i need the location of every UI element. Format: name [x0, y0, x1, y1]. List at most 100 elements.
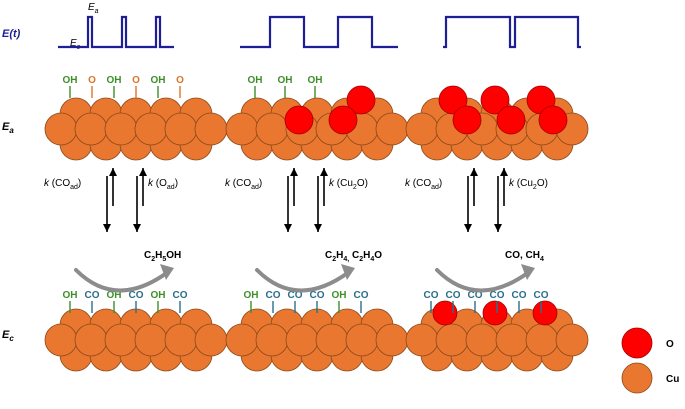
cu-sphere-ec-middle	[285, 323, 319, 357]
oxygen-sphere	[482, 300, 508, 326]
cu-sphere-ec-middle	[44, 323, 78, 357]
oxygen-sphere	[538, 105, 568, 135]
cu-sphere-ea-middle	[44, 112, 78, 146]
arrowhead	[133, 224, 141, 232]
cu-sphere-ec-middle	[255, 323, 289, 357]
legend-swatch-cu	[621, 362, 653, 394]
legend-label-cu: Cu	[666, 374, 679, 385]
adsorbate-co-ec: CO	[512, 290, 527, 301]
legend-swatch-o	[621, 327, 653, 359]
legend-label-o: O	[666, 339, 674, 350]
cu-sphere-ec-middle	[375, 323, 409, 357]
cu-sphere-ec-middle	[435, 323, 469, 357]
k-label-left-1: k (COad)	[44, 178, 81, 191]
arrowhead	[109, 168, 117, 176]
cu-sphere-ec-middle	[134, 323, 168, 357]
cu-sphere-ec-middle	[495, 323, 529, 357]
k-label-right-1: k (Oad)	[148, 178, 178, 191]
adsorbate-oh-ea: OH	[308, 75, 323, 86]
pulse-ea-label: Ea	[88, 2, 99, 15]
adsorbate-oh-ec: OH	[151, 290, 166, 301]
k-label-left-2: k (COad)	[225, 178, 262, 191]
adsorbate-co-ec: CO	[266, 290, 281, 301]
arrowhead	[314, 224, 322, 232]
cu-sphere-ec-middle	[555, 323, 589, 357]
adsorbate-co-ec: CO	[85, 290, 100, 301]
oxygen-sphere	[284, 105, 314, 135]
cu-sphere-ec-middle	[525, 323, 559, 357]
k-label-right-2: k (Cu2O)	[329, 178, 368, 191]
curve-arrowhead	[341, 264, 355, 280]
cu-sphere-ec-middle	[74, 323, 108, 357]
curve-arrow-1	[74, 268, 170, 293]
cu-sphere-ea-middle	[255, 112, 289, 146]
cu-sphere-ec-middle	[315, 323, 349, 357]
pulse-waveform-2	[240, 15, 398, 49]
cu-sphere-ec-middle	[345, 323, 379, 357]
cu-sphere-ec-middle	[465, 323, 499, 357]
cu-sphere-ea-middle	[194, 112, 228, 146]
oxygen-sphere	[452, 105, 482, 135]
curve-arrowhead	[160, 264, 174, 280]
product-label-2: C2H4, C2H4O	[325, 250, 382, 263]
rate-arrows-1	[103, 168, 147, 232]
oxygen-sphere	[496, 105, 526, 135]
cu-sphere-ea-middle	[405, 112, 439, 146]
arrowhead	[320, 168, 328, 176]
row-ec-label: Ec	[2, 329, 14, 343]
adsorbate-co-ec: CO	[310, 290, 325, 301]
arrowhead	[470, 168, 478, 176]
curve-arrow-3	[435, 268, 531, 293]
adsorbate-co-ec: CO	[446, 290, 461, 301]
adsorbate-co-ec: CO	[424, 290, 439, 301]
cu-sphere-ea-middle	[375, 112, 409, 146]
product-label-3: CO, CH4	[505, 250, 544, 263]
k-label-right-3: k (Cu2O)	[509, 178, 548, 191]
cu-sphere-ec-middle	[405, 323, 439, 357]
oxygen-sphere	[328, 105, 358, 135]
adsorbate-oh-ec: OH	[332, 290, 347, 301]
adsorbate-o-ea: O	[132, 75, 140, 86]
cu-sphere-ec-middle	[104, 323, 138, 357]
oxygen-sphere	[432, 300, 458, 326]
row-ea-label: Ea	[2, 121, 14, 135]
adsorbate-oh-ea: OH	[278, 75, 293, 86]
cu-sphere-ea-middle	[74, 112, 108, 146]
cu-sphere-ea-middle	[225, 112, 259, 146]
adsorbate-oh-ea: OH	[248, 75, 263, 86]
adsorbate-co-ec: CO	[490, 290, 505, 301]
oxygen-sphere	[346, 85, 376, 115]
adsorbate-co-ec: CO	[288, 290, 303, 301]
cu-sphere-ec-middle	[194, 323, 228, 357]
cu-sphere-ea-middle	[164, 112, 198, 146]
arrowhead	[103, 224, 111, 232]
arrowhead	[139, 168, 147, 176]
product-label-1: C2H5OH	[144, 250, 181, 263]
rate-arrows-3	[464, 168, 508, 232]
curve-arrowhead	[521, 264, 535, 280]
et-label: E(t)	[2, 28, 21, 40]
pulse-waveform-1	[58, 15, 174, 49]
arrowhead	[500, 168, 508, 176]
pulse-waveform-3	[443, 15, 581, 49]
pulse-ec-label: Ec	[70, 38, 81, 51]
adsorbate-oh-ec: OH	[244, 290, 259, 301]
k-label-left-3: k (COad)	[405, 178, 442, 191]
adsorbate-co-ec: CO	[129, 290, 144, 301]
cu-sphere-ec-middle	[164, 323, 198, 357]
cu-sphere-ea-middle	[104, 112, 138, 146]
oxygen-sphere	[532, 300, 558, 326]
arrowhead	[284, 224, 292, 232]
arrowhead	[290, 168, 298, 176]
arrowhead	[464, 224, 472, 232]
adsorbate-oh-ec: OH	[107, 290, 122, 301]
arrowhead	[494, 224, 502, 232]
curve-arrow-2	[255, 268, 351, 293]
cu-sphere-ec-middle	[225, 323, 259, 357]
adsorbate-o-ea: O	[176, 75, 184, 86]
rate-arrows-2	[284, 168, 328, 232]
